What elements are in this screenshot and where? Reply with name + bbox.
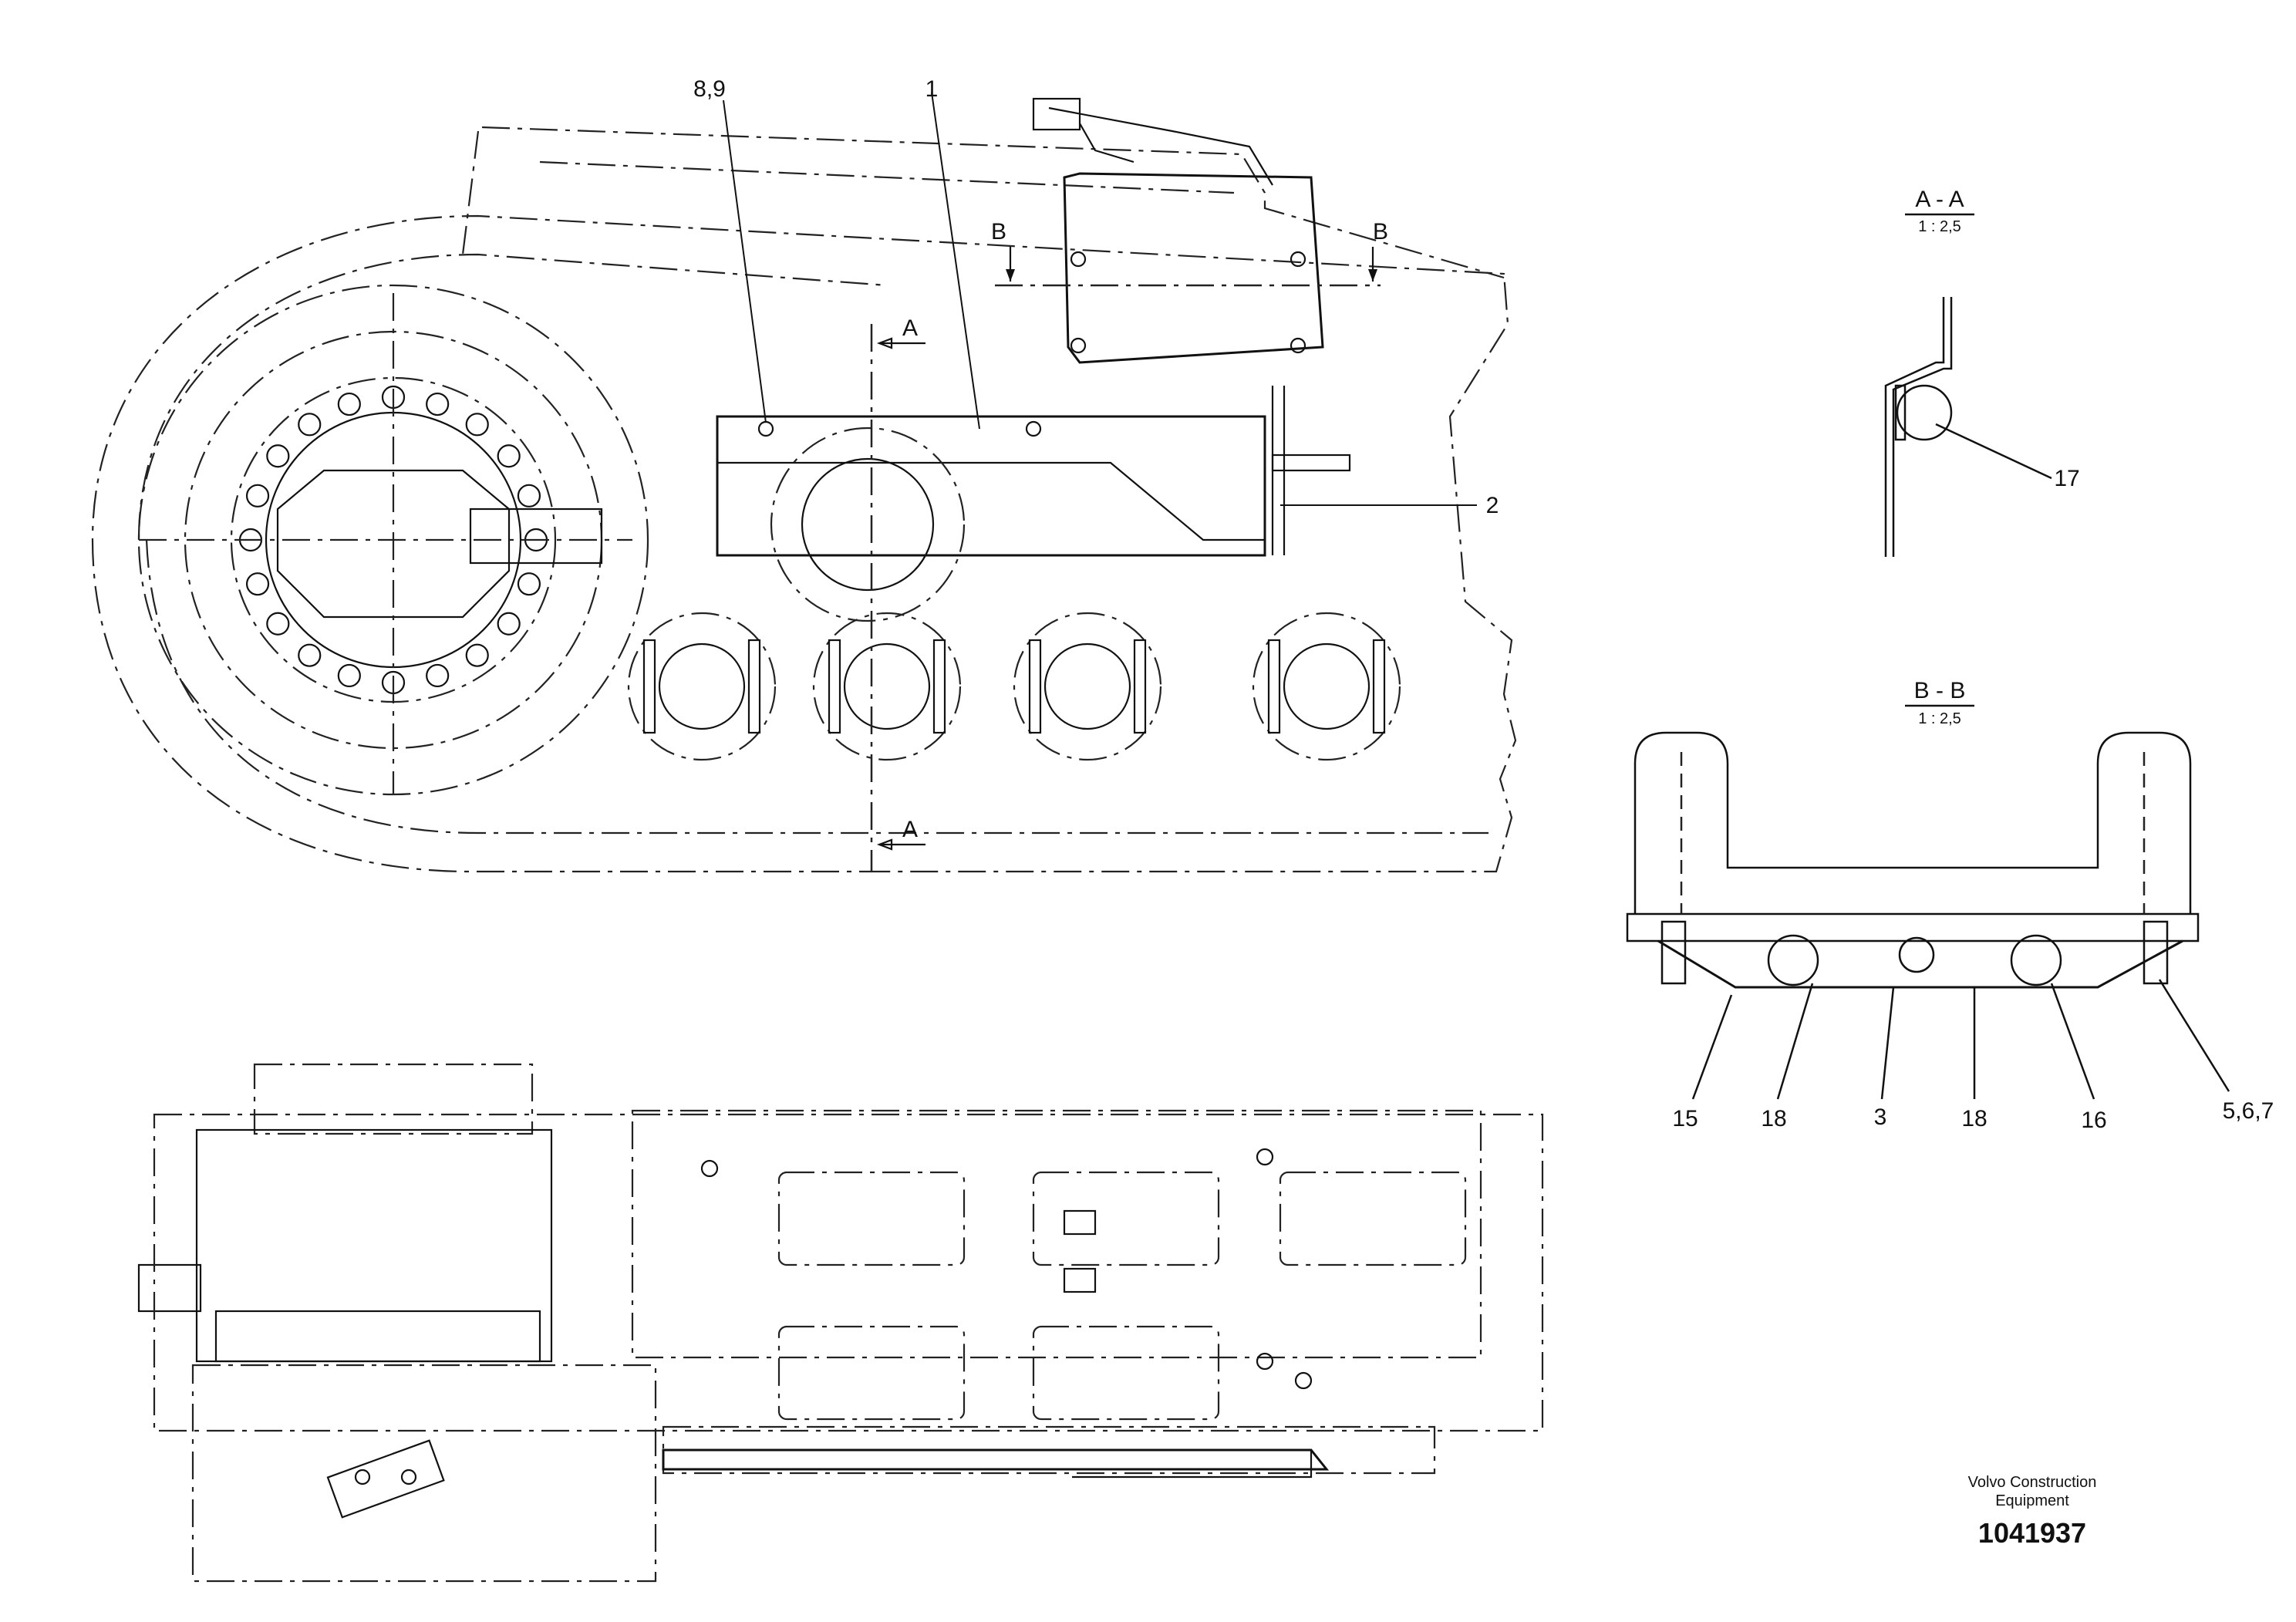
plate-bolt-left — [757, 420, 774, 437]
section-mark-b-right: B — [1373, 219, 1388, 244]
plan-link — [1032, 1171, 1220, 1266]
carrier-roller-inner — [801, 457, 935, 592]
plan-link — [777, 1171, 966, 1266]
roller-bolt — [828, 639, 841, 734]
vertical-bracket — [1063, 172, 1324, 364]
bb-pipe-right — [2010, 934, 2062, 986]
roller-bolt — [747, 639, 761, 734]
plan-track-links — [777, 1171, 1467, 1421]
plan-motor-block — [253, 1063, 534, 1135]
callout-1: 1 — [925, 76, 939, 102]
roller-bolt — [1133, 639, 1147, 734]
roller-bolt — [932, 639, 946, 734]
hub-bolt — [266, 612, 290, 636]
bb-pipe-center — [1898, 936, 1935, 973]
hub-bolt — [426, 663, 450, 688]
hub-body — [276, 469, 511, 619]
side-view — [91, 97, 1517, 873]
callout-3: 3 — [1874, 1104, 1887, 1130]
aa-bracket-profile — [1884, 297, 1953, 557]
company-name-line2: Equipment — [1995, 1492, 2069, 1509]
hub-bolt — [517, 484, 541, 508]
aa-pipe — [1896, 384, 1953, 441]
callout-leaders — [723, 92, 1477, 506]
hub-bolt — [497, 444, 521, 468]
hub-bolt — [337, 663, 361, 688]
track-roller-hub — [658, 642, 746, 730]
callout-17: 17 — [2054, 466, 2079, 491]
section-aa: A - A 1 : 2,5 — [1884, 187, 2052, 557]
roller-bolt — [1028, 639, 1042, 734]
callout-18-left: 18 — [1761, 1106, 1786, 1131]
track-inner-2 — [145, 539, 1489, 835]
company-name-line1: Volvo Construction — [1968, 1474, 2097, 1491]
callout-8-9: 8,9 — [693, 76, 726, 102]
guard-plate — [716, 415, 1266, 557]
track-roller — [1013, 612, 1162, 761]
track-roller — [812, 612, 962, 761]
hub-bolt — [465, 413, 489, 437]
track-outline — [91, 214, 1517, 873]
hub-bolt — [465, 643, 489, 667]
section-bb: B - B 1 : 2,5 — [1626, 678, 2230, 1100]
track-roller-hub — [843, 642, 931, 730]
plate-bolt-right — [1025, 420, 1042, 437]
title-block: Volvo Construction Equipment 1041937 — [1968, 1474, 2097, 1549]
section-mark-b-left: B — [991, 219, 1006, 244]
section-bb-title: B - B — [1914, 678, 1966, 703]
hub-bolt — [266, 444, 290, 468]
roller-bolt — [1372, 639, 1386, 734]
upper-frame — [481, 126, 1505, 279]
track-roller — [1252, 612, 1401, 761]
callout-15: 15 — [1672, 1106, 1698, 1131]
plan-link — [777, 1325, 966, 1421]
hub-bolt — [298, 643, 322, 667]
section-mark-a-top: A — [902, 315, 918, 341]
hub-bolt — [517, 572, 541, 596]
hub-bolt — [426, 392, 450, 416]
section-mark-a-bottom: A — [902, 817, 918, 842]
track-inner-1 — [137, 253, 888, 541]
callout-labels: 8,9 1 2 17 15 18 3 18 16 5,6,7 A A B B — [693, 76, 2274, 1133]
bb-guard — [1657, 939, 2183, 989]
plan-link — [1279, 1171, 1467, 1266]
carrier-roller-outer — [770, 427, 966, 622]
drawing-number: 1041937 — [1978, 1517, 2086, 1549]
hub-bolt — [298, 413, 322, 437]
plan-link — [1032, 1325, 1220, 1421]
bb-pipe-left — [1767, 934, 1819, 986]
track-roller-hub — [1043, 642, 1131, 730]
roller-bolt — [642, 639, 656, 734]
plan-view — [137, 1063, 1544, 1583]
bb-base-plate — [1626, 912, 2200, 943]
plan-guard-strip — [662, 1448, 1330, 1471]
callout-18-right: 18 — [1961, 1106, 1987, 1131]
track-roller — [627, 612, 777, 761]
roller-bolt — [1267, 639, 1281, 734]
section-aa-scale: 1 : 2,5 — [1918, 218, 1961, 235]
callout-2: 2 — [1486, 493, 1499, 518]
hub-axle — [469, 508, 603, 565]
section-aa-title: A - A — [1915, 187, 1964, 212]
callout-16: 16 — [2081, 1108, 2106, 1133]
hub-bolt — [337, 392, 361, 416]
hub-bolt — [497, 612, 521, 636]
bb-frame-outline — [1633, 731, 2192, 914]
plan-drive-housing — [195, 1128, 553, 1363]
hub-bolt — [245, 484, 270, 508]
callout-5-6-7: 5,6,7 — [2223, 1098, 2274, 1124]
track-rollers — [627, 612, 1401, 761]
section-bb-scale: 1 : 2,5 — [1918, 710, 1961, 727]
hub-bolt — [245, 572, 270, 596]
track-roller-hub — [1283, 642, 1371, 730]
